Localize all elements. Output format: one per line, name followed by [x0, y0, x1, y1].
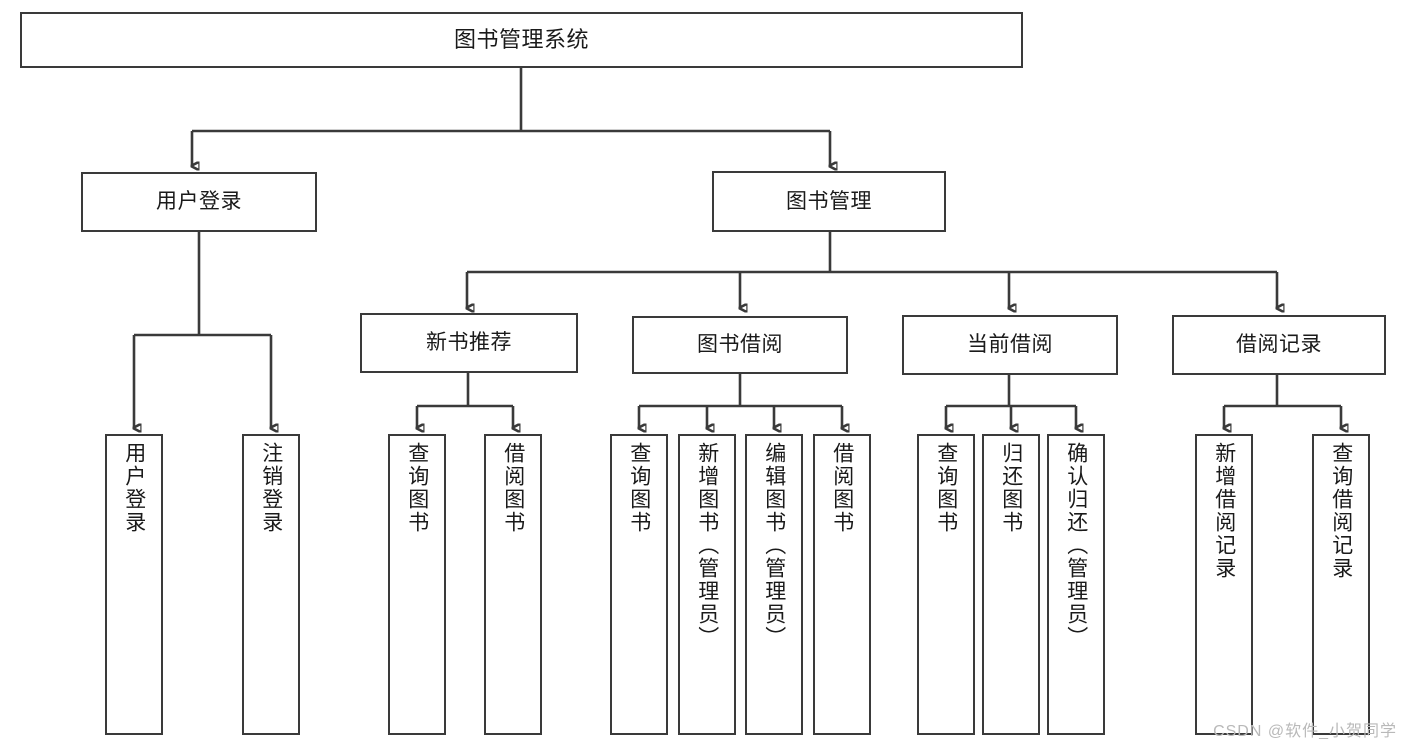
- leaf-book-borrow-borrow-book[interactable]: 借阅图书: [813, 434, 871, 735]
- node-label: 确认归还（管理员）: [1064, 442, 1088, 649]
- node-label: 借阅图书: [501, 442, 525, 534]
- leaf-borrow-record-add-record[interactable]: 新增借阅记录: [1195, 434, 1253, 735]
- leaf-book-borrow-add-book-admin[interactable]: 新增图书（管理员）: [678, 434, 736, 735]
- node-new-book-recommend[interactable]: 新书推荐: [360, 313, 578, 373]
- node-label: 编辑图书（管理员）: [762, 442, 786, 649]
- node-user-login[interactable]: 用户登录: [81, 172, 317, 232]
- leaf-new-book-borrow-book[interactable]: 借阅图书: [484, 434, 542, 735]
- csdn-watermark: CSDN @软件_小贺同学: [1213, 723, 1397, 740]
- node-label: 查询图书: [627, 442, 651, 534]
- node-label: 新增图书（管理员）: [695, 442, 719, 649]
- leaf-current-borrow-query-book[interactable]: 查询图书: [917, 434, 975, 735]
- node-label: 借阅记录: [1236, 333, 1322, 357]
- node-book-borrow[interactable]: 图书借阅: [632, 316, 848, 374]
- leaf-user-login-login[interactable]: 用户登录: [105, 434, 163, 735]
- node-label: 图书管理系统: [453, 26, 589, 52]
- node-label: 图书管理: [786, 189, 872, 213]
- leaf-current-borrow-return-book[interactable]: 归还图书: [982, 434, 1040, 735]
- leaf-current-borrow-confirm-return-admin[interactable]: 确认归还（管理员）: [1047, 434, 1105, 735]
- node-label: 查询借阅记录: [1329, 442, 1353, 580]
- leaf-book-borrow-edit-book-admin[interactable]: 编辑图书（管理员）: [745, 434, 803, 735]
- node-label: 查询图书: [405, 442, 429, 534]
- node-label: 图书借阅: [697, 333, 783, 357]
- node-label: 归还图书: [999, 442, 1023, 534]
- leaf-book-borrow-query-book[interactable]: 查询图书: [610, 434, 668, 735]
- leaf-borrow-record-query-record[interactable]: 查询借阅记录: [1312, 434, 1370, 735]
- node-label: 查询图书: [934, 442, 958, 534]
- node-label: 注销登录: [259, 442, 283, 534]
- node-label: 用户登录: [122, 442, 146, 534]
- node-borrow-record[interactable]: 借阅记录: [1172, 315, 1386, 375]
- node-current-borrow[interactable]: 当前借阅: [902, 315, 1118, 375]
- leaf-new-book-query-book[interactable]: 查询图书: [388, 434, 446, 735]
- node-label: 当前借阅: [967, 333, 1053, 357]
- node-label: 用户登录: [156, 190, 242, 214]
- leaf-user-login-logout[interactable]: 注销登录: [242, 434, 300, 735]
- node-book-management[interactable]: 图书管理: [712, 171, 946, 232]
- node-label: 新书推荐: [426, 331, 512, 355]
- node-label: 借阅图书: [830, 442, 854, 534]
- node-root-system[interactable]: 图书管理系统: [20, 12, 1023, 68]
- node-label: 新增借阅记录: [1212, 442, 1236, 580]
